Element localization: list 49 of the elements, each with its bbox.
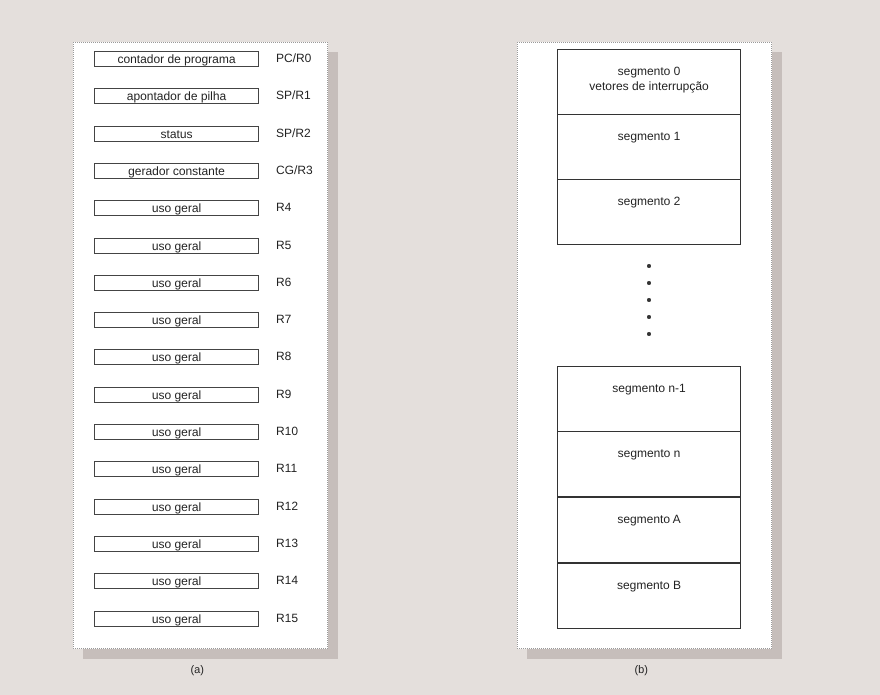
register-box: gerador constante	[94, 162, 259, 179]
memory-segment-box	[557, 49, 741, 115]
register-name: CG/R3	[276, 162, 313, 177]
segment-label: segmento A	[616, 512, 682, 527]
panel-caption: (b)	[634, 664, 648, 676]
register-box: uso geral	[94, 573, 259, 590]
register-box: uso geral	[94, 498, 259, 515]
memory-segment-box	[557, 114, 741, 180]
segment-label: segmento n	[616, 446, 682, 461]
register-box: uso geral	[94, 424, 259, 440]
register-name: R15	[276, 610, 298, 624]
register-box: uso geral	[94, 536, 259, 552]
segment-label: segmento 2	[616, 194, 682, 209]
register-box: uso geral	[94, 312, 259, 328]
memory-segment-box	[557, 431, 741, 497]
segment-label: vetores de interrupção	[588, 79, 710, 94]
segment-label: segmento 1	[616, 129, 682, 144]
register-box: uso geral	[94, 461, 259, 478]
register-name: R6	[276, 274, 292, 289]
register-name: R11	[276, 461, 298, 476]
register-box: apontador de pilha	[94, 88, 259, 104]
segment-label: segmento n-1	[611, 381, 687, 396]
segment-label: segmento 0	[616, 64, 682, 79]
register-name: R12	[276, 498, 298, 513]
register-name: SP/R2	[276, 126, 311, 140]
memory-segment-box	[557, 563, 741, 629]
register-box: contador de programa	[94, 51, 259, 67]
register-box: uso geral	[94, 349, 259, 366]
register-box: status	[94, 126, 259, 142]
register-name: R10	[276, 424, 298, 438]
segment-label: segmento B	[616, 578, 682, 593]
register-name: PC/R0	[276, 51, 312, 65]
register-box: uso geral	[94, 386, 259, 403]
memory-segment-box	[557, 366, 741, 432]
panel-caption: (a)	[190, 664, 204, 676]
register-box: uso geral	[94, 610, 259, 626]
register-box: uso geral	[94, 238, 259, 254]
memory-segment-box	[557, 497, 741, 563]
register-name: R9	[276, 386, 292, 401]
register-name: R14	[276, 573, 298, 588]
register-name: R8	[276, 349, 292, 364]
memory-segment-box	[557, 179, 741, 245]
register-box: uso geral	[94, 274, 259, 291]
register-box: uso geral	[94, 200, 259, 216]
register-name: R4	[276, 200, 292, 214]
register-name: R7	[276, 312, 292, 326]
register-name: R5	[276, 238, 292, 252]
register-name: R13	[276, 536, 298, 550]
register-name: SP/R1	[276, 88, 311, 102]
